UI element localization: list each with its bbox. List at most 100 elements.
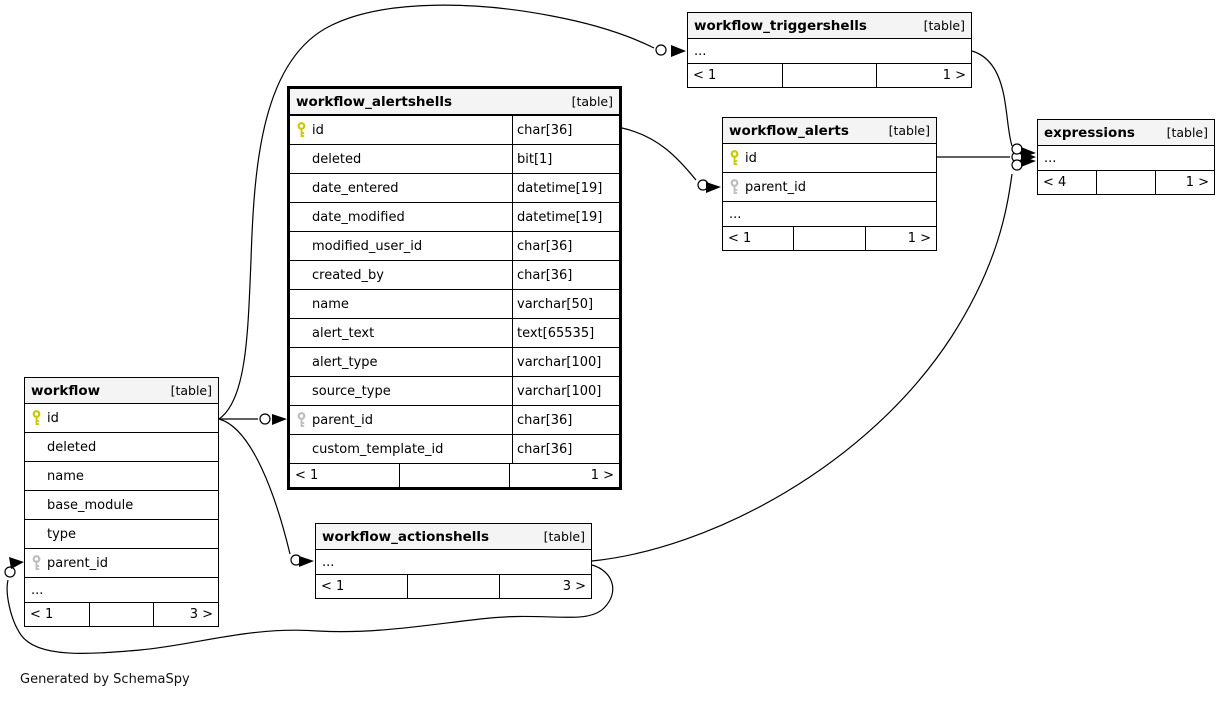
collapsed-columns-row: ... <box>688 39 971 64</box>
column-row: date_modified datetime[19] <box>290 203 619 232</box>
column-type: datetime[19] <box>512 174 619 202</box>
table-workflow-triggershells: workflow_triggershells [table] ... < 1 1… <box>687 12 972 88</box>
column-name: id <box>745 150 757 166</box>
column-name: id <box>312 122 324 138</box>
parents-count: < 1 <box>693 68 717 83</box>
column-type: char[36] <box>512 435 619 463</box>
generator-note: Generated by SchemaSpy <box>20 672 190 687</box>
column-name: created_by <box>312 267 384 283</box>
collapsed-columns-row: ... <box>25 578 218 603</box>
table-type-tag: [table] <box>571 94 613 109</box>
collapsed-columns-row: ... <box>1038 146 1214 171</box>
column-row: parent_id <box>25 549 218 578</box>
collapsed-columns-row: ... <box>316 550 591 575</box>
parents-count: < 1 <box>30 607 54 622</box>
foreign-key-icon <box>290 406 312 434</box>
column-row: created_by char[36] <box>290 261 619 290</box>
primary-key-icon <box>723 144 745 172</box>
footer-spacer-cell <box>781 64 877 87</box>
table-footer: < 1 1 > <box>290 464 619 487</box>
key-spacer <box>290 377 312 405</box>
column-row: deleted bit[1] <box>290 145 619 174</box>
table-title[interactable]: workflow_alerts <box>729 122 849 139</box>
column-row: id char[36] <box>290 116 619 145</box>
rel-workflow-to-alertshells <box>219 413 287 425</box>
table-title[interactable]: expressions <box>1044 124 1135 141</box>
key-spacer <box>25 462 47 490</box>
column-type: char[36] <box>512 261 619 289</box>
column-row: alert_type varchar[100] <box>290 348 619 377</box>
column-name: alert_type <box>312 354 378 370</box>
table-header[interactable]: workflow_alerts [table] <box>723 118 936 144</box>
column-name: parent_id <box>312 412 373 428</box>
table-footer: < 1 1 > <box>688 64 971 87</box>
table-workflow-alertshells: workflow_alertshells [table] id char[36]… <box>287 86 622 490</box>
column-row: parent_id char[36] <box>290 406 619 435</box>
column-name: date_entered <box>312 180 399 196</box>
footer-spacer-cell <box>1096 171 1155 194</box>
table-title[interactable]: workflow <box>31 382 101 399</box>
column-name: id <box>47 410 59 426</box>
table-header[interactable]: expressions [table] <box>1038 120 1214 146</box>
column-name: date_modified <box>312 209 405 225</box>
table-header[interactable]: workflow_triggershells [table] <box>688 13 971 39</box>
key-spacer <box>290 319 312 347</box>
column-name: deleted <box>47 439 97 455</box>
key-spacer <box>290 261 312 289</box>
table-title[interactable]: workflow_triggershells <box>694 17 867 34</box>
primary-key-icon <box>25 404 47 432</box>
column-row: id <box>723 144 936 173</box>
key-spacer <box>25 520 47 548</box>
footer-spacer-cell <box>399 464 509 487</box>
table-header[interactable]: workflow_actionshells [table] <box>316 524 591 550</box>
table-header[interactable]: workflow [table] <box>25 378 218 404</box>
column-name: modified_user_id <box>312 238 423 254</box>
column-type: varchar[100] <box>512 377 619 405</box>
table-footer: < 4 1 > <box>1038 171 1214 194</box>
children-count: 1 > <box>509 464 619 487</box>
column-row: deleted <box>25 433 218 462</box>
parents-count: < 1 <box>321 579 345 594</box>
foreign-key-icon <box>25 549 47 577</box>
column-name: parent_id <box>47 555 108 571</box>
primary-key-icon <box>290 116 312 144</box>
column-row: name <box>25 462 218 491</box>
column-row: type <box>25 520 218 549</box>
table-type-tag: [table] <box>923 18 965 33</box>
key-spacer <box>290 290 312 318</box>
table-header[interactable]: workflow_alertshells [table] <box>290 89 619 116</box>
footer-spacer-cell <box>407 575 499 598</box>
column-name: type <box>47 526 77 542</box>
rel-actionshells-to-expressions <box>591 156 1036 562</box>
table-title[interactable]: workflow_actionshells <box>322 528 490 545</box>
column-type: varchar[50] <box>512 290 619 318</box>
children-count: 3 > <box>153 603 218 626</box>
column-name: name <box>47 468 84 484</box>
column-name: deleted <box>312 151 362 167</box>
rel-actionshells-to-workflow-parent <box>4 557 614 654</box>
table-workflow: workflow [table] id deleted name base_mo… <box>24 377 219 627</box>
key-spacer <box>290 145 312 173</box>
key-spacer <box>290 203 312 231</box>
rel-workflow-to-actionshells <box>218 418 314 567</box>
column-row: alert_text text[65535] <box>290 319 619 348</box>
rel-triggershells-to-expressions <box>971 50 1036 158</box>
foreign-key-icon <box>723 173 745 201</box>
key-spacer <box>25 491 47 519</box>
column-row: parent_id <box>723 173 936 202</box>
key-spacer <box>25 433 47 461</box>
column-type: char[36] <box>512 406 619 434</box>
children-count: 1 > <box>864 227 936 250</box>
key-spacer <box>290 232 312 260</box>
table-footer: < 1 3 > <box>316 575 591 598</box>
table-expressions: expressions [table] ... < 4 1 > <box>1037 119 1215 195</box>
column-name: source_type <box>312 383 391 399</box>
table-title[interactable]: workflow_alertshells <box>296 93 452 110</box>
key-spacer <box>290 348 312 376</box>
column-row: custom_template_id char[36] <box>290 435 619 464</box>
footer-spacer-cell <box>88 603 154 626</box>
parents-count: < 1 <box>728 231 752 246</box>
column-type: datetime[19] <box>512 203 619 231</box>
